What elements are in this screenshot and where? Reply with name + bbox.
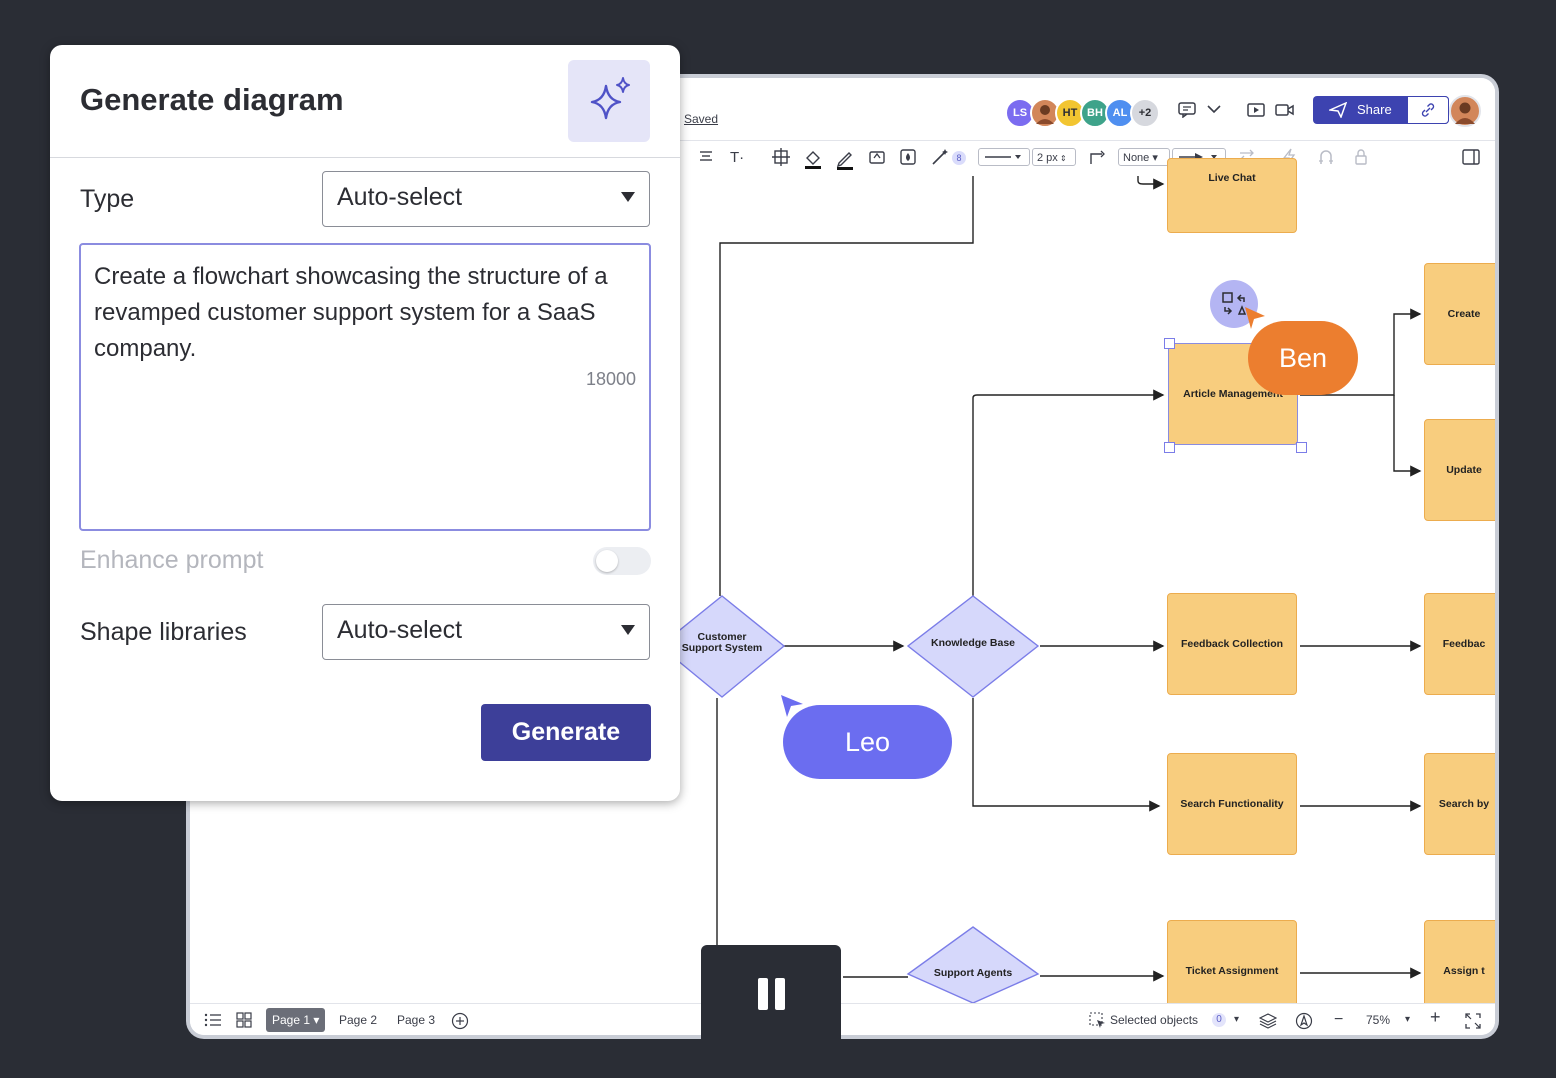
panel-toggle-icon[interactable]: [1462, 148, 1480, 166]
shape-libraries-select[interactable]: Auto-select: [322, 604, 650, 660]
sparkle-icon: [590, 77, 630, 120]
saved-status[interactable]: Saved: [684, 112, 719, 126]
opacity-icon[interactable]: [900, 148, 916, 166]
cursor-pointer-ben: [1245, 307, 1265, 329]
selection-handle[interactable]: [1296, 442, 1307, 453]
selected-objects-count: 0: [1212, 1013, 1226, 1027]
generate-button[interactable]: Generate: [481, 704, 651, 761]
chevron-down-icon[interactable]: [1206, 102, 1222, 116]
decision-customer-support-system[interactable]: Customer Support System: [681, 631, 763, 654]
zoom-level[interactable]: 75%: [1366, 1013, 1391, 1027]
align-text-icon[interactable]: [698, 148, 714, 164]
line-style-select[interactable]: [978, 148, 1030, 166]
magnet-icon[interactable]: [1318, 148, 1334, 166]
page-tab-2[interactable]: Page 2: [339, 1013, 378, 1027]
shape-create[interactable]: Create: [1424, 263, 1495, 365]
stroke-width-select[interactable]: 2 px ⇕: [1032, 148, 1076, 166]
page-tab-1[interactable]: Page 1 ▾: [266, 1008, 326, 1032]
generate-diagram-panel: Generate diagram Type Auto-select Create…: [50, 45, 680, 801]
fullscreen-icon[interactable]: [1464, 1012, 1482, 1034]
shape-libraries-label: Shape libraries: [80, 618, 247, 646]
pause-button[interactable]: [701, 945, 841, 1078]
shape-update[interactable]: Update: [1424, 419, 1495, 521]
line-color-icon[interactable]: [836, 148, 854, 170]
enhance-prompt-toggle[interactable]: [593, 547, 651, 575]
shape-search-by-partial[interactable]: Search by: [1424, 753, 1495, 855]
app-footer: Page 1 ▾ Page 2 Page 3 Selected objects …: [190, 1003, 1495, 1035]
panel-divider: [50, 157, 680, 158]
table-insert-icon[interactable]: [772, 148, 790, 166]
video-call-icon[interactable]: [1275, 102, 1295, 118]
shape-live-chat[interactable]: Live Chat: [1167, 158, 1297, 233]
collaborator-overflow-count[interactable]: +2: [1130, 98, 1160, 128]
shape-feedback-collection[interactable]: Feedback Collection: [1167, 593, 1297, 695]
decision-support-agents[interactable]: Support Agents: [933, 967, 1013, 979]
share-label: Share: [1357, 102, 1392, 117]
selection-handle[interactable]: [1164, 442, 1175, 453]
pause-icon: [758, 978, 768, 1010]
selected-objects-dropdown[interactable]: ▾: [1234, 1014, 1240, 1025]
text-options-icon[interactable]: T·: [730, 149, 745, 166]
share-button[interactable]: Share: [1313, 96, 1449, 124]
zoom-in-button[interactable]: +: [1430, 1007, 1441, 1027]
page-tab-3[interactable]: Page 3: [397, 1013, 436, 1027]
selection-handle[interactable]: [1164, 338, 1175, 349]
add-page-icon[interactable]: [451, 1012, 469, 1034]
current-user-avatar[interactable]: [1449, 95, 1481, 127]
shape-feedback-partial[interactable]: Feedbac: [1424, 593, 1495, 695]
collaborator-avatar-bh[interactable]: BH: [1080, 98, 1110, 128]
cursor-pointer-leo: [781, 695, 803, 717]
lock-icon[interactable]: [1354, 148, 1368, 166]
selection-pointer-icon: [1089, 1012, 1107, 1034]
magic-wand-icon[interactable]: [930, 148, 950, 166]
send-icon: [1327, 101, 1348, 121]
toggle-knob: [596, 550, 618, 572]
swap-shape-icon: [1222, 292, 1247, 315]
type-select[interactable]: Auto-select: [322, 171, 650, 227]
fill-color-icon[interactable]: [804, 148, 822, 170]
ai-sparkle-button[interactable]: [568, 60, 650, 142]
panel-title: Generate diagram: [80, 82, 344, 117]
enhance-prompt-label: Enhance prompt: [80, 546, 264, 574]
prompt-textarea[interactable]: Create a flowchart showcasing the struct…: [79, 243, 651, 531]
char-limit: 18000: [585, 369, 636, 389]
cursor-label-leo: Leo: [783, 705, 952, 779]
selected-objects-label: Selected objects: [1110, 1013, 1199, 1027]
dropdown-caret-icon: [621, 192, 635, 202]
cursor-label-ben: Ben: [1248, 321, 1358, 395]
page-list-icon[interactable]: [204, 1012, 222, 1032]
pause-icon: [775, 978, 785, 1010]
navigate-icon[interactable]: [1295, 1012, 1313, 1034]
copy-link-button[interactable]: [1407, 96, 1449, 124]
connector-style-icon[interactable]: [1088, 148, 1106, 166]
ai-badge: 8: [952, 151, 966, 165]
page-grid-icon[interactable]: [236, 1012, 252, 1032]
link-icon: [1421, 103, 1435, 117]
zoom-out-button[interactable]: −: [1334, 1011, 1344, 1028]
zoom-dropdown[interactable]: ▾: [1405, 1014, 1411, 1025]
connector-lines: [658, 176, 1422, 1003]
style-icon[interactable]: [868, 148, 886, 166]
swap-arrows-icon[interactable]: [1238, 148, 1256, 164]
comment-icon[interactable]: [1178, 102, 1196, 118]
present-icon[interactable]: [1247, 102, 1265, 118]
decision-knowledge-base[interactable]: Knowledge Base: [930, 637, 1016, 649]
dropdown-caret-icon: [621, 625, 635, 635]
prompt-text: Create a flowchart showcasing the struct…: [94, 263, 608, 362]
collaborator-avatar-al[interactable]: AL: [1105, 98, 1135, 128]
start-arrow-select[interactable]: None ▾: [1118, 148, 1170, 166]
type-label: Type: [80, 185, 135, 213]
shape-search-functionality[interactable]: Search Functionality: [1167, 753, 1297, 855]
layers-icon[interactable]: [1258, 1012, 1278, 1034]
